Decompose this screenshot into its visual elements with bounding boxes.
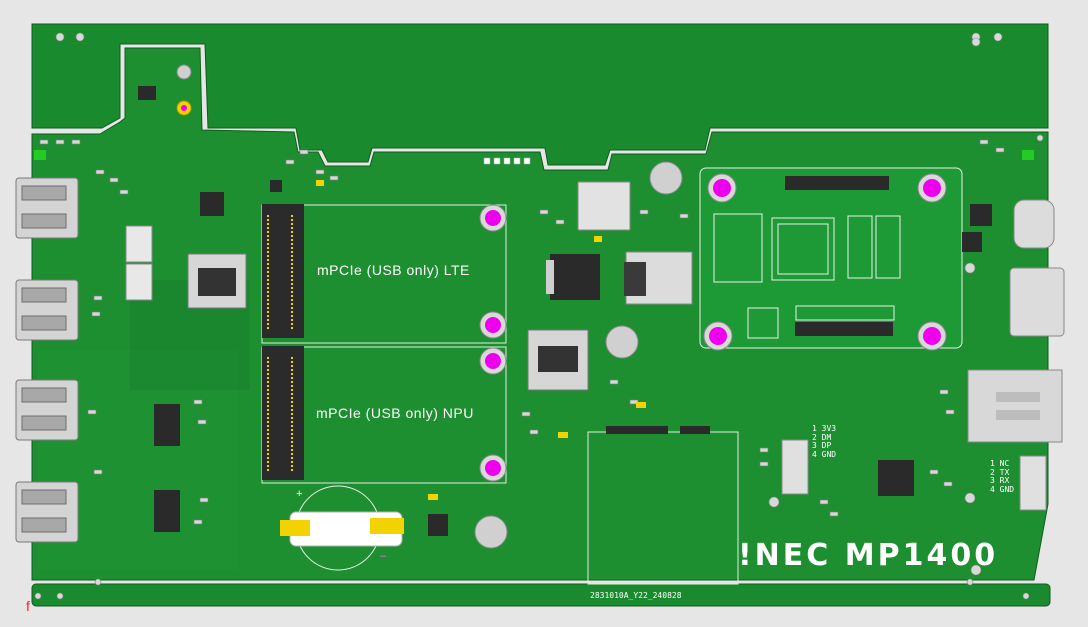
- brand-logo: !NEC MP1400: [738, 538, 999, 573]
- pinout-right-4: 4 GND: [990, 484, 1015, 494]
- slot-label-lte: mPCIe (USB only) LTE: [317, 262, 470, 278]
- screw-holes: [176, 64, 683, 549]
- slot-label-npu: mPCIe (USB only) NPU: [316, 405, 474, 421]
- bottom-edge-strip: [31, 583, 1051, 607]
- pinout-left: 1 3V3 2 DM 3 DP 4 GND: [812, 424, 837, 459]
- board-code: 2831010A_Y22_240828: [590, 591, 682, 600]
- mounting-holes: [479, 173, 947, 482]
- corner-mark: f: [26, 598, 30, 614]
- uart-header-right: [1019, 455, 1047, 511]
- mpcie-connectors: [262, 204, 304, 480]
- som-module: [699, 167, 963, 349]
- pinout-left-4: 4 GND: [812, 449, 837, 459]
- ethernet-jack: [967, 369, 1063, 443]
- pinout-right-3: 3 RX: [990, 476, 1010, 485]
- pinout-right: 1 NC 2 TX 3 RX 4 GND: [990, 459, 1015, 494]
- coin-cell-plus: +: [296, 488, 303, 500]
- pinout-right-2: 2 TX: [990, 467, 1010, 477]
- pinout-left-1: 1 3V3: [812, 424, 837, 433]
- pinout-right-1: 1 NC: [990, 459, 1010, 468]
- coin-cell-minus: –: [380, 550, 387, 562]
- uart-header-left: [781, 439, 809, 495]
- usb-c-port: [1009, 267, 1065, 337]
- power-inductor: [577, 181, 631, 231]
- pcb-body: [31, 23, 1049, 166]
- pinout-left-3: 3 DP: [812, 441, 832, 450]
- pinout-left-2: 2 DM: [812, 432, 832, 442]
